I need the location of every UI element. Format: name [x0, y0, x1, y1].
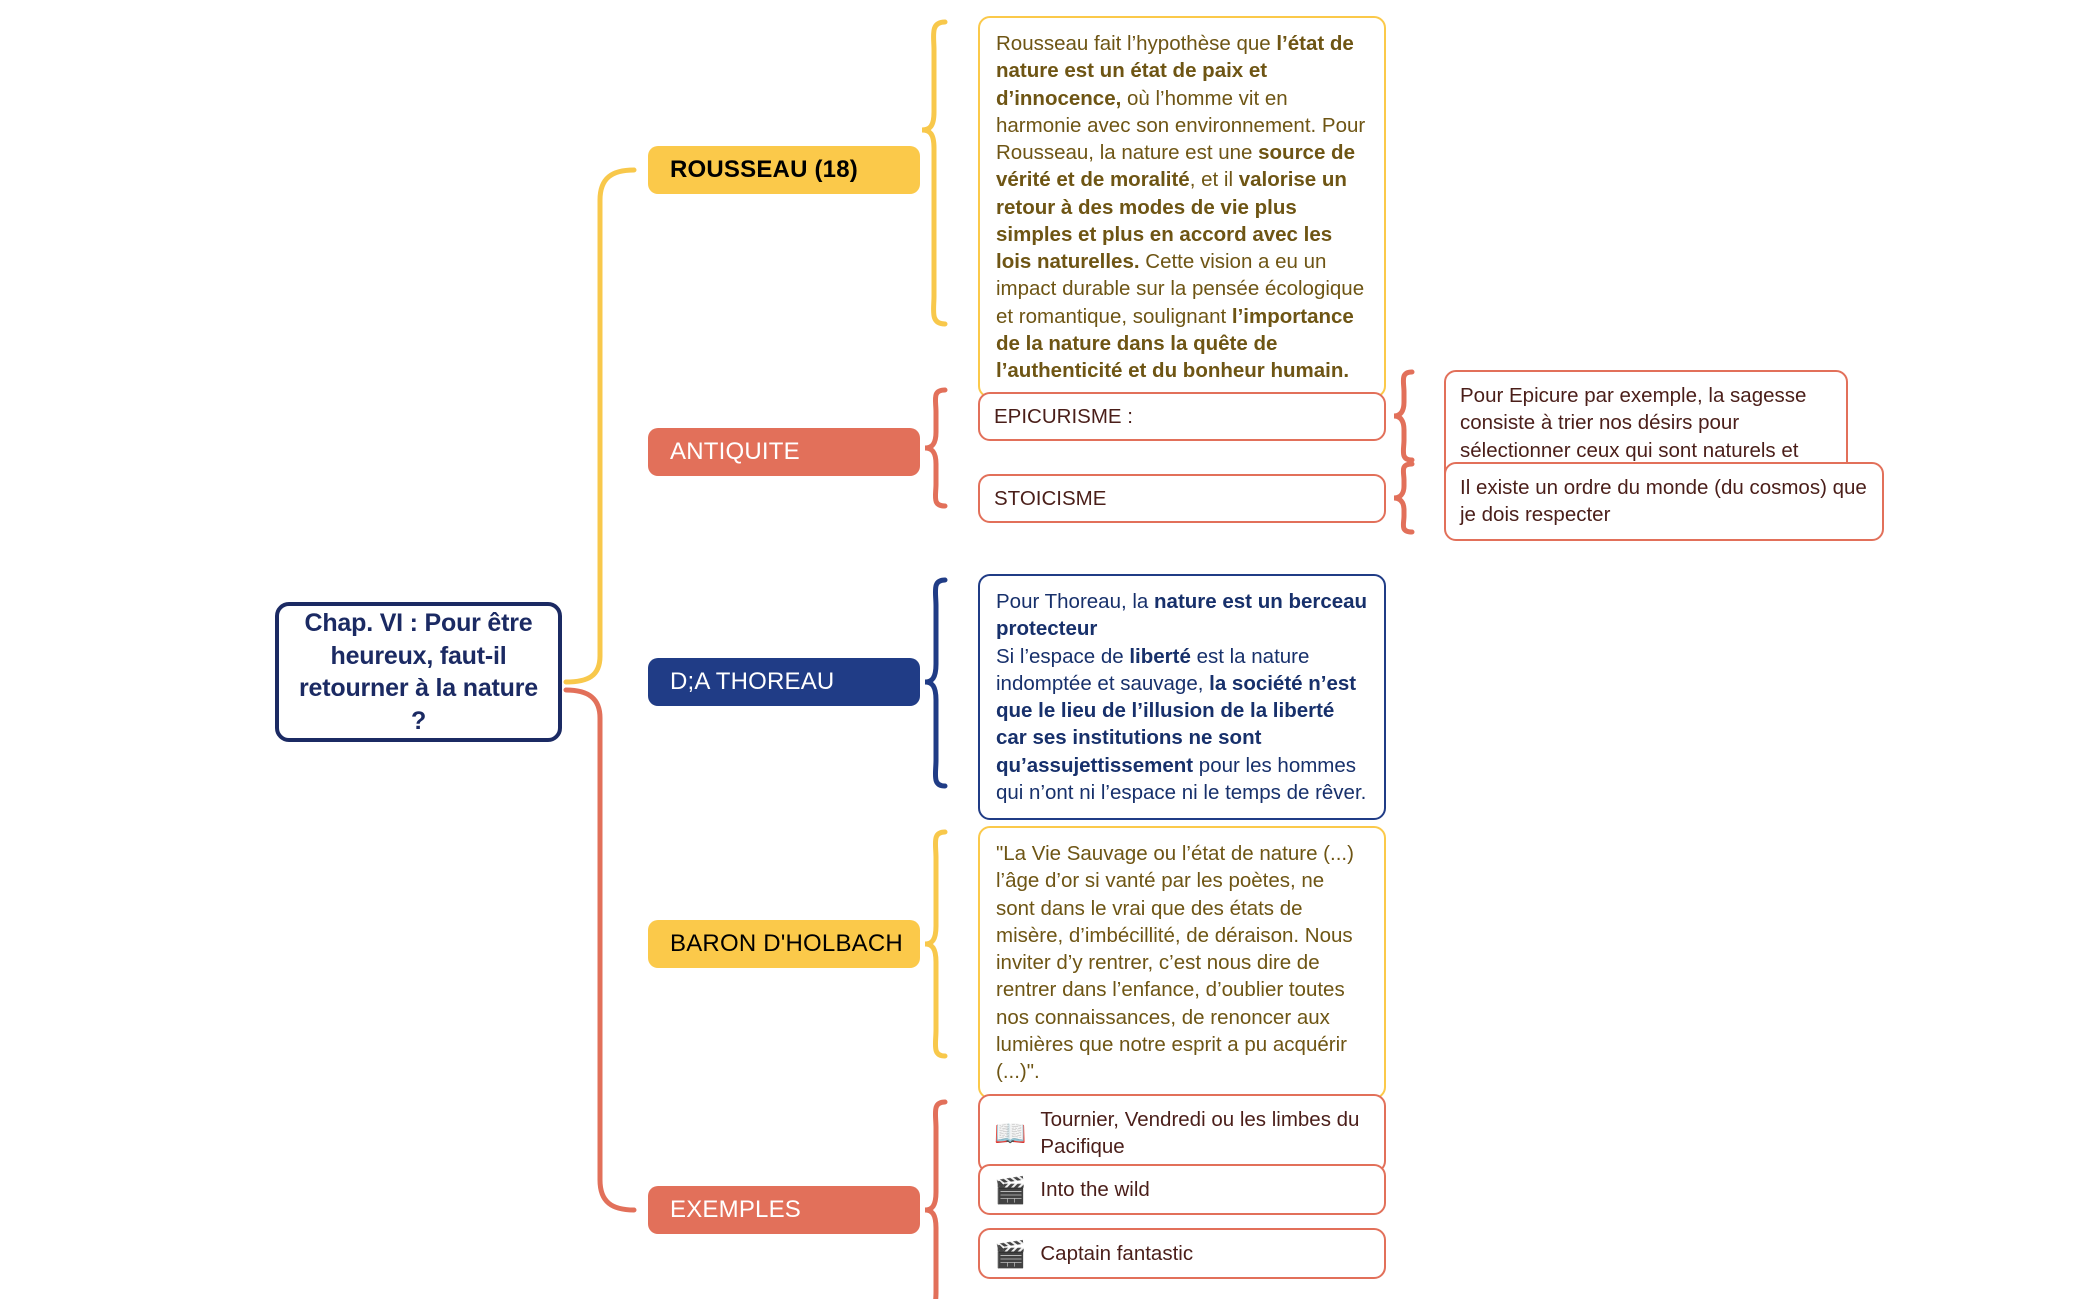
exemple-item-into-the-wild-label: Into the wild [1040, 1178, 1150, 1201]
antiquite-child-stoicisme[interactable]: STOICISME [978, 474, 1386, 524]
thoreau-detail-text: Pour Thoreau, la nature est un berceau p… [996, 590, 1368, 804]
branch-label-exemples-text: EXEMPLES [670, 1196, 801, 1223]
branch-label-antiquite[interactable]: ANTIQUITE [648, 428, 920, 476]
branch-label-exemples[interactable]: EXEMPLES [648, 1186, 920, 1234]
branch-label-antiquite-text: ANTIQUITE [670, 438, 800, 465]
antiquite-child-stoicisme-label: STOICISME [994, 487, 1107, 510]
branch-label-thoreau-text: D;A THOREAU [670, 668, 835, 695]
rousseau-detail-card: Rousseau fait l’hypothèse que l’état de … [978, 16, 1386, 399]
clapperboard-icon: 🎬 [994, 1174, 1027, 1205]
exemple-item-book-label: Tournier, Vendredi ou les limbes du Paci… [1040, 1108, 1360, 1159]
stoicisme-detail-card: Il existe un ordre du monde (du cosmos) … [1444, 462, 1884, 541]
branch-label-thoreau[interactable]: D;A THOREAU [648, 658, 920, 706]
branch-label-holbach[interactable]: BARON D'HOLBACH [648, 920, 920, 968]
holbach-detail-card: "La Vie Sauvage ou l’état de nature (...… [978, 826, 1386, 1100]
antiquite-child-epicurisme[interactable]: EPICURISME : [978, 392, 1386, 442]
exemple-item-captain-fantastic[interactable]: 🎬 Captain fantastic [978, 1228, 1386, 1280]
central-topic-label: Chap. VI : Pour être heureux, faut-il re… [299, 609, 538, 735]
exemple-item-into-the-wild[interactable]: 🎬 Into the wild [978, 1164, 1386, 1216]
holbach-detail-text: "La Vie Sauvage ou l’état de nature (...… [996, 842, 1354, 1083]
stoicisme-detail-text: Il existe un ordre du monde (du cosmos) … [1460, 476, 1867, 527]
branch-label-rousseau-text: ROUSSEAU (18) [670, 156, 858, 183]
rousseau-detail-text: Rousseau fait l’hypothèse que l’état de … [996, 32, 1366, 382]
exemple-item-book[interactable]: 📖 Tournier, Vendredi ou les limbes du Pa… [978, 1094, 1386, 1173]
open-book-icon: 📖 [994, 1118, 1027, 1149]
clapperboard-icon: 🎬 [994, 1238, 1027, 1269]
thoreau-detail-card: Pour Thoreau, la nature est un berceau p… [978, 574, 1386, 820]
branch-label-rousseau[interactable]: ROUSSEAU (18) [648, 146, 920, 194]
antiquite-child-epicurisme-label: EPICURISME : [994, 405, 1133, 428]
central-topic-node[interactable]: Chap. VI : Pour être heureux, faut-il re… [275, 602, 562, 742]
exemple-item-captain-fantastic-label: Captain fantastic [1040, 1242, 1194, 1265]
branch-label-holbach-text: BARON D'HOLBACH [670, 930, 903, 957]
